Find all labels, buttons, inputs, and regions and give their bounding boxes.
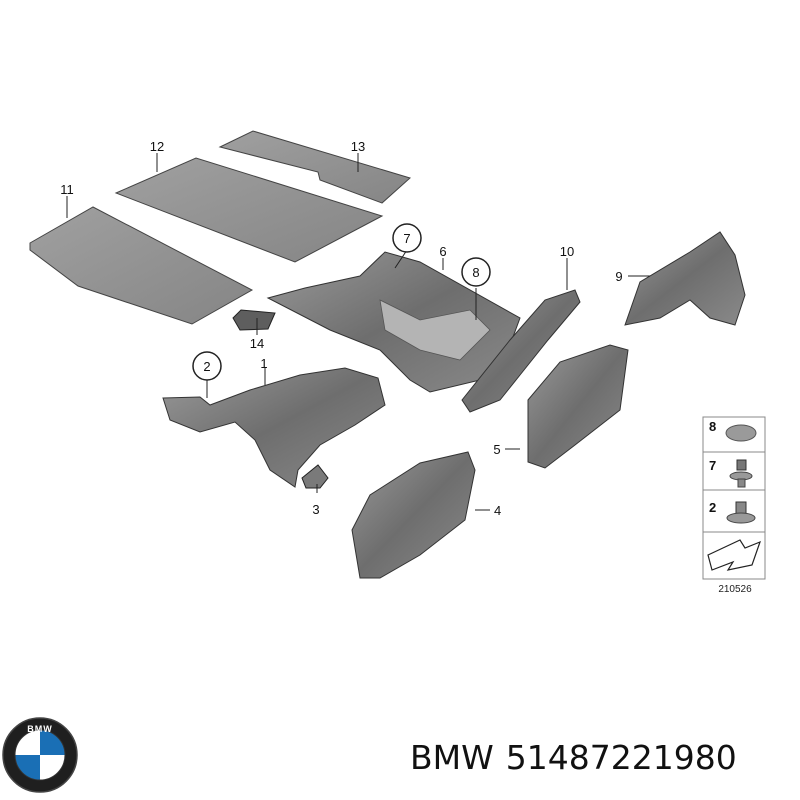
callout-9: 9	[615, 269, 622, 284]
brand-name: BMW	[410, 738, 494, 777]
callout-10: 10	[560, 244, 574, 259]
clip-7-icon	[729, 459, 753, 488]
part-number: 51487221980	[505, 738, 737, 777]
callout-13: 13	[351, 139, 365, 154]
callout-5: 5	[493, 442, 500, 457]
part-caption: BMW 51487221980	[410, 738, 749, 777]
part-9	[624, 231, 746, 326]
bmw-logo: BMW	[2, 717, 78, 793]
part-14	[232, 309, 276, 331]
callout-6: 6	[439, 244, 446, 259]
panel-13	[218, 130, 412, 204]
callout-11: 11	[60, 182, 74, 197]
callout-14: 14	[250, 336, 264, 351]
callout-12: 12	[150, 139, 164, 154]
panel-12	[114, 157, 384, 263]
diagram-ref-code: 210526	[718, 584, 752, 595]
part-5	[527, 344, 629, 469]
callout-8: 8	[472, 265, 479, 280]
fastener-legend: 8 7 2 210526	[702, 416, 766, 595]
part-6-rib	[379, 299, 491, 361]
callout-3: 3	[312, 502, 319, 517]
callout-2: 2	[203, 359, 210, 374]
legend-label-8: 8	[709, 419, 716, 434]
part-3	[301, 464, 329, 489]
callout-1: 1	[260, 356, 267, 371]
callout-ring-7	[392, 223, 422, 253]
legend-label-2: 2	[709, 500, 716, 515]
clip-8-icon	[725, 424, 757, 442]
legend-label-7: 7	[709, 458, 716, 473]
panel-11	[29, 206, 254, 325]
callout-7: 7	[403, 231, 410, 246]
part-10	[461, 289, 581, 413]
part-1	[162, 367, 386, 488]
clip-2-icon	[726, 501, 756, 524]
arrow-direction-icon	[707, 539, 761, 571]
leader-lines	[66, 153, 650, 511]
callout-4: 4	[494, 503, 501, 518]
callout-ring-2	[192, 351, 222, 381]
part-4	[351, 451, 476, 579]
callout-ring-8	[461, 257, 491, 287]
bmw-logo-text: BMW	[27, 724, 53, 734]
